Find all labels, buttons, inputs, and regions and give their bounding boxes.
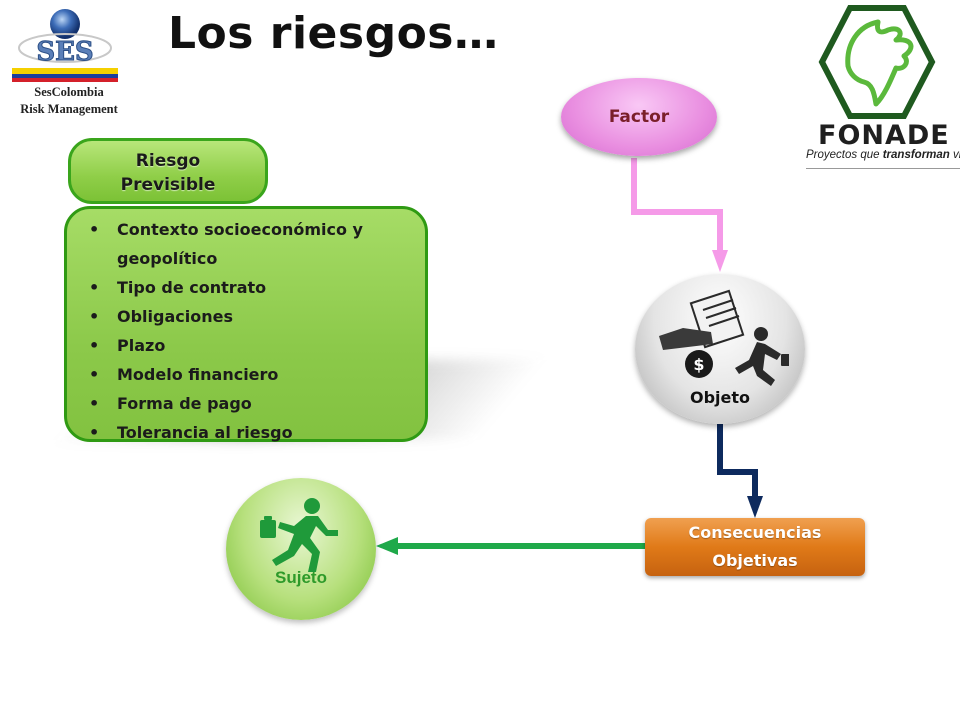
list-item: • Obligaciones [87,302,415,331]
list-item: • Tipo de contrato [87,273,415,302]
colombia-flag-icon [12,68,118,82]
objeto-label: Objeto [689,388,751,407]
fonade-tagline-pre: Proyectos que [806,149,883,161]
list-item: • Modelo financiero [87,360,415,389]
bullet-icon: • [89,278,100,297]
ses-caption-line2: Risk Management [20,102,118,116]
fonade-tagline: Proyectos que transforman vida [806,149,960,161]
list-item-text: Forma de pago [117,394,252,413]
factor-to-objeto-arrowhead [712,250,728,272]
fonade-leaf-icon [818,5,936,119]
sujeto-node [226,478,376,620]
fonade-logo [800,4,960,174]
ses-logo: SES [4,4,134,122]
objeto-to-consecuencias-arrow [717,424,758,498]
factor-node: Factor [561,78,717,156]
bullet-icon: • [89,423,100,442]
list-item-text: Tolerancia al riesgo [117,423,293,442]
list-item: • Contexto socioeconómico y geopolítico [87,215,415,273]
riesgo-heading-line2: Previsible [120,175,216,195]
list-item: • Plazo [87,331,415,360]
consecuencias-objetivas-node: Consecuencias Objetivas [645,518,865,576]
running-businessman-icon [260,498,338,572]
factor-to-objeto-arrow [631,158,723,252]
fonade-underline [806,168,960,169]
list-item: • Tolerancia al riesgo [87,418,415,447]
svg-text:$: $ [693,355,704,374]
riesgo-heading-line1: Riesgo [135,151,201,171]
list-item-text: Obligaciones [117,307,233,326]
fonade-tagline-bold: transforman [882,149,950,161]
bullet-icon: • [89,307,100,326]
sujeto-label: Sujeto [275,568,327,587]
svg-text:SES: SES [36,37,93,67]
consecuencias-line1: Consecuencias [688,523,822,542]
ses-caption: SesColombia Risk Management [0,84,138,118]
bullet-icon: • [89,336,100,355]
list-item-text: Tipo de contrato [117,278,267,297]
globe-icon: SES [18,9,112,68]
fonade-brand: FONADE [818,120,950,151]
bullet-icon: • [89,220,100,239]
fonade-tagline-post: vida [953,149,960,161]
consecuencias-to-sujeto-arrowhead [376,537,398,555]
office-work-icon: $ [659,289,789,386]
risk-factors-list: • Contexto socioeconómico y geopolítico •… [87,215,415,447]
list-item-text: Contexto socioeconómico y geopolítico [117,220,363,268]
objeto-to-consecuencias-arrowhead [747,496,763,518]
objeto-node: $ [635,274,805,424]
bullet-icon: • [89,365,100,384]
ses-caption-line1: SesColombia [34,85,104,99]
consecuencias-line2: Objetivas [712,551,798,570]
list-item: • Forma de pago [87,389,415,418]
list-item-text: Modelo financiero [117,365,279,384]
bullet-icon: • [89,394,100,413]
page-title: Los riesgos… [168,8,499,59]
list-item-text: Plazo [117,336,166,355]
risk-factors-box: • Contexto socioeconómico y geopolítico •… [64,206,428,442]
riesgo-previsible-heading: Riesgo Previsible [68,138,268,204]
